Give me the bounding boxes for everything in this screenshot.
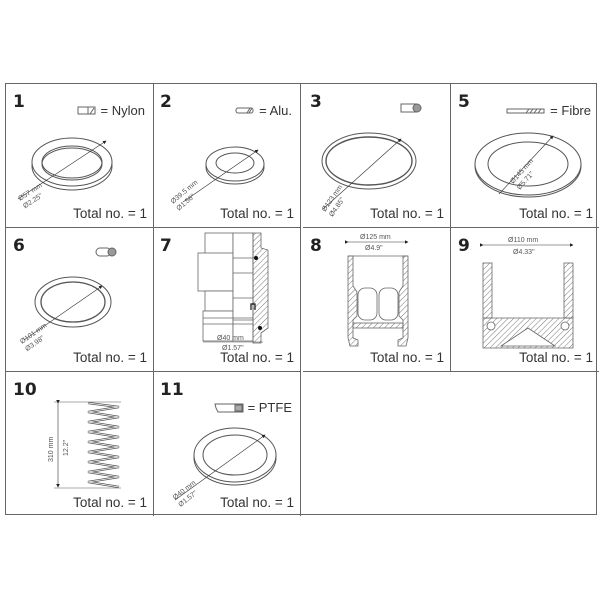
material-legend: = PTFE <box>213 400 292 415</box>
nylon-section-icon <box>77 106 96 114</box>
total-count: Total no. = 1 <box>73 495 147 510</box>
part-cell-10: 10 310 mm 12.2" Total no. = 1 <box>6 372 154 516</box>
valve-insert-drawing: Ø40 mm Ø1.57" <box>197 232 269 352</box>
material-legend: = Fibre <box>506 103 591 118</box>
dimension-inch: Ø4.9" <box>365 245 383 252</box>
part-cell-8: 8 Ø125 mm Ø4.9" Total no. = 1 <box>303 228 451 372</box>
ptfe-section-icon <box>213 403 244 412</box>
dimension-mm: Ø110 mm <box>508 237 538 244</box>
total-count: Total no. = 1 <box>220 350 294 365</box>
material-label: = Nylon <box>100 103 145 118</box>
part-cell-9: 9 Ø110 mm Ø4.33" Total no. = 1 <box>451 228 599 372</box>
total-count: Total no. = 1 <box>370 350 444 365</box>
fibre-section-icon <box>506 108 545 113</box>
o-ring-section-icon <box>95 247 117 257</box>
total-count: Total no. = 1 <box>73 350 147 365</box>
dimension-mm: 310 mm <box>48 437 55 462</box>
total-count: Total no. = 1 <box>519 206 593 221</box>
total-count: Total no. = 1 <box>370 206 444 221</box>
material-label: = Alu. <box>259 103 292 118</box>
part-number: 8 <box>310 236 322 256</box>
dimension-inch: Ø4.33" <box>513 249 535 256</box>
material-legend <box>95 247 117 257</box>
part-number: 1 <box>13 92 25 112</box>
total-count: Total no. = 1 <box>220 495 294 510</box>
o-ring-section-icon <box>400 103 422 113</box>
part-number: 10 <box>13 380 37 400</box>
material-legend: = Alu. <box>235 103 292 118</box>
dimension-mm: Ø125 mm <box>360 234 391 241</box>
part-number: 6 <box>13 236 25 256</box>
part-number: 3 <box>310 92 322 112</box>
sleeve-drawing: Ø125 mm Ø4.9" <box>345 234 409 347</box>
part-number: 9 <box>458 236 470 256</box>
spring-drawing: 310 mm 12.2" <box>48 400 121 489</box>
seal-dot-icon <box>254 256 258 260</box>
material-label: = Fibre <box>550 103 591 118</box>
material-legend <box>400 103 422 113</box>
total-count: Total no. = 1 <box>519 350 593 365</box>
part-number: 11 <box>160 380 184 400</box>
material-legend: = Nylon <box>77 103 145 118</box>
part-number: 2 <box>160 92 172 112</box>
dimension-inch: 12.2" <box>63 439 70 456</box>
seal-dot-icon <box>258 326 262 330</box>
total-count: Total no. = 1 <box>73 206 147 221</box>
dimension-inch: Ø1.57" <box>222 345 244 352</box>
alu-section-icon <box>235 107 254 113</box>
dimension-mm: Ø40 mm <box>217 335 244 342</box>
total-count: Total no. = 1 <box>220 206 294 221</box>
part-number: 5 <box>458 92 470 112</box>
part-number: 7 <box>160 236 172 256</box>
material-label: = PTFE <box>247 400 292 415</box>
part-cell-7: 7 Ø40 mm Ø1.57" Total no. = 1 <box>153 228 301 372</box>
cylinder-drawing: Ø110 mm Ø4.33" <box>480 237 574 349</box>
